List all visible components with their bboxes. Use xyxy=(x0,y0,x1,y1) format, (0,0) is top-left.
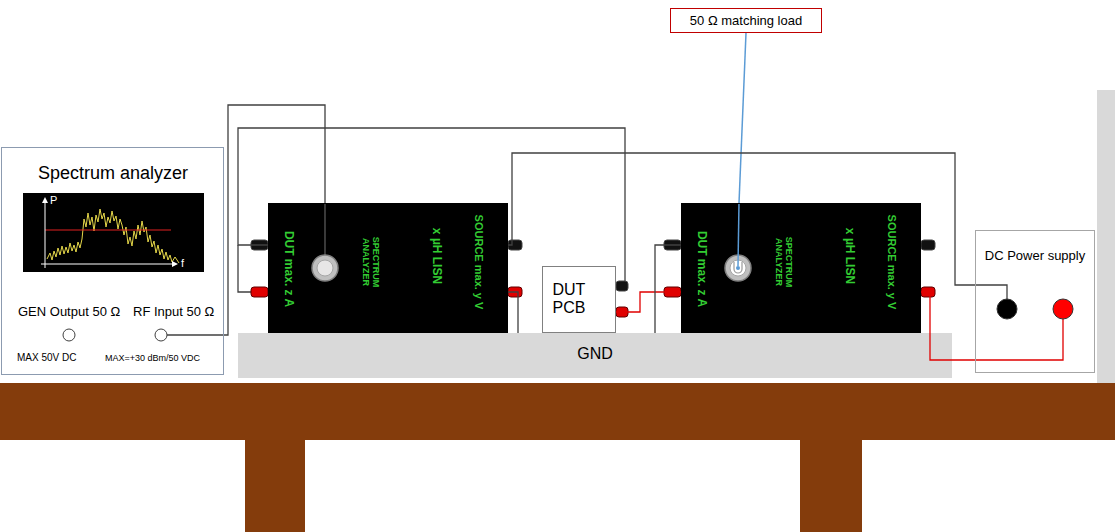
port-label: DUT max. z A xyxy=(694,231,708,307)
coax-connector xyxy=(312,255,338,281)
port-label: SPECTRUM ANALYZER xyxy=(361,231,382,293)
terminal-black xyxy=(921,240,935,250)
axis-label: f xyxy=(181,258,184,269)
device-title: DC Power supply xyxy=(985,249,1085,264)
lisn-fill xyxy=(268,203,508,333)
callout-fill xyxy=(670,8,822,33)
ground-wire xyxy=(655,245,681,333)
port-label: SPECTRUM ANALYZER xyxy=(774,231,795,293)
wire xyxy=(616,292,681,312)
supply-fill xyxy=(975,230,1095,373)
wire xyxy=(167,334,224,335)
table-leg xyxy=(245,440,305,532)
axis xyxy=(45,201,46,268)
supply-terminal-red xyxy=(1053,299,1073,319)
wire xyxy=(975,319,1063,360)
leader-line xyxy=(738,203,739,266)
leader-dot xyxy=(736,266,740,270)
wall xyxy=(1097,90,1115,383)
jumper-wire xyxy=(238,245,251,292)
limit-line xyxy=(45,229,171,230)
leader-line xyxy=(739,33,746,203)
terminal-red xyxy=(251,287,268,297)
spectrum-analyzer: Spectrum analyzerGEN Output 50 Ω RF Input… xyxy=(1,147,224,375)
dut-pcb: DUT PCB xyxy=(542,266,616,333)
table-leg xyxy=(800,440,862,532)
port-label: SOURCE max. y V xyxy=(886,215,899,310)
device-title: DUT PCB xyxy=(553,281,598,318)
axis xyxy=(41,264,174,265)
lisn-label: x µH LISN xyxy=(429,228,443,284)
rf-cable xyxy=(224,105,325,335)
lisn-label: x µH LISN xyxy=(842,228,856,284)
port-connector xyxy=(63,329,75,341)
ground-plane: GND xyxy=(238,333,952,378)
spectrum-trace xyxy=(47,209,179,263)
port-label: SOURCE max. y V xyxy=(473,215,486,310)
device-title: Spectrum analyzer xyxy=(38,163,188,184)
axis-arrow xyxy=(42,197,48,203)
lisn-box: DUT max. z A SPECTRUM ANALYZER x µH LISN SO… xyxy=(268,203,508,333)
dc-power-supply: DC Power supply xyxy=(975,230,1095,373)
port-connector xyxy=(155,329,167,341)
port-label: GEN Output 50 Ω xyxy=(18,305,120,320)
coax-connector xyxy=(317,260,333,276)
supply-terminal-black xyxy=(997,299,1017,319)
lisn-box: DUT max. z A SPECTRUM ANALYZER x µH LISN SO… xyxy=(681,203,921,333)
axis-arrow xyxy=(172,261,178,267)
port-label: RF Input 50 Ω xyxy=(133,305,214,320)
ground-label: GND xyxy=(577,345,613,363)
rating-note: MAX=+30 dBm/50 VDC xyxy=(105,353,200,363)
axis-label: P xyxy=(50,195,57,206)
lisn-drawing xyxy=(268,203,508,333)
wire xyxy=(975,285,1007,299)
ground-wire xyxy=(508,292,518,333)
callout-text: 50 Ω matching load xyxy=(690,13,802,28)
lisn-fill xyxy=(681,203,921,333)
callout-box: 50 Ω matching load xyxy=(670,8,822,33)
spectrum-analyzer-drawing xyxy=(1,147,224,375)
wire xyxy=(921,292,975,360)
analyzer-screen xyxy=(23,193,204,272)
wire xyxy=(324,203,325,262)
dut-fill xyxy=(542,266,616,333)
port-label: DUT max. z A xyxy=(281,231,295,307)
lisn-drawing xyxy=(681,203,921,333)
table-top xyxy=(0,383,1115,440)
analyzer-fill xyxy=(1,147,224,375)
rating-note: MAX 50V DC xyxy=(17,352,76,364)
ground-plane-fill xyxy=(238,333,952,378)
terminal-black xyxy=(616,281,628,291)
